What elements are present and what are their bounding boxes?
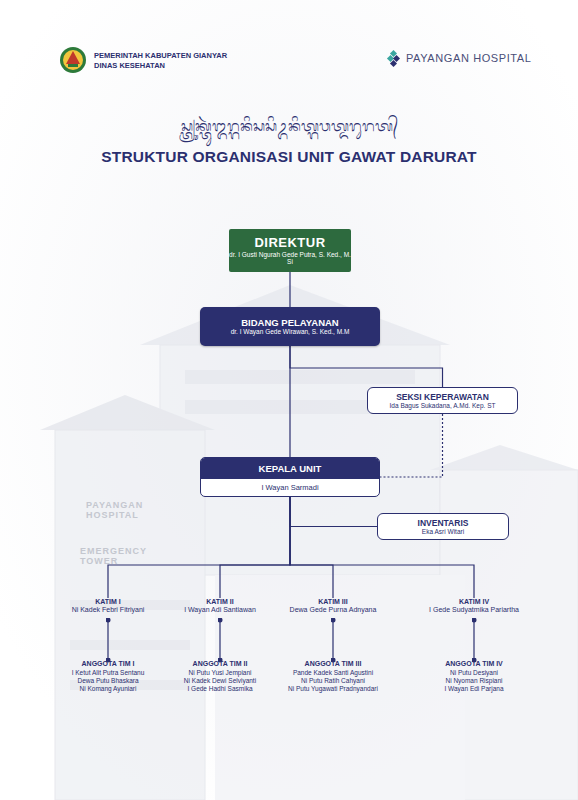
box-text: Ni Putu Yusi Jempiani [188,669,251,677]
team-members: ANGGOTA TIM IINi Putu Yusi JempianiNi Ka… [164,660,276,710]
box-header: KEPALA UNIT [201,458,379,479]
team-members: ANGGOTA TIM II Ketut Alit Putra SentanuD… [52,660,164,710]
box-text: dr. I Gusti Ngurah Gede Putra, S. Ked., … [229,251,351,267]
team-members: ANGGOTA TIM IIIPande Kadek Santi Agustin… [277,660,389,710]
emblem-field [63,50,83,70]
window-band [70,640,190,650]
box-text: Eka Asri Witari [422,528,464,536]
box-text: Ni Komang Ayuniari [80,685,137,693]
emblem-mark [66,51,80,64]
logo-petal [390,60,397,67]
org-connector [219,620,220,660]
box-text: Ni Nyoman Rispiani [445,677,502,685]
box-text: Ni Kadek Dewi Selviyanti [184,677,256,685]
inventory-box: INVENTARISEka Asri Witari [377,513,509,540]
box-heading: KATIM II [206,598,233,606]
box-heading: SEKSI KEPERAWATAN [396,392,489,402]
org-connector [473,620,474,660]
diagram-title: STRUKTUR ORGANISASI UNIT GAWAT DARURAT [0,148,578,166]
org-connector [290,497,333,598]
box-body: I Wayan Sarmadi [261,479,318,496]
box-heading: KATIM I [95,598,121,606]
box-text: Ni Putu Desiyani [450,669,498,677]
box-heading: ANGGOTA TIM IV [445,660,503,668]
header-text: DINAS KESEHATAN [94,62,165,71]
department-box: BIDANG PELAYANANdr. I Wayan Gede Wirawan… [200,307,380,346]
box-heading: DIREKTUR [254,235,325,251]
box-text: I Gede Sudyatmika Pariartha [429,606,519,614]
gianyar-emblem [60,47,86,73]
box-text: I Wayan Edi Parjana [444,685,503,693]
tower-roof [40,395,215,430]
box-text: Dewa Putu Bhaskara [77,677,138,685]
box-heading: KATIM IV [459,598,489,606]
emblem-base [68,64,78,67]
org-connector [290,497,377,527]
box-text: Ni Putu Yugawati Pradnyandari [288,685,378,693]
team-leader: KATIM IVI Gede Sudyatmika Pariartha [419,598,529,620]
team-leader: KATIM III Wayan Adi Santiawan [165,598,275,620]
box-text: I Ketut Alit Putra Sentanu [72,669,145,677]
box-heading: ANGGOTA TIM I [82,660,135,668]
watermark: PAYANGAN HOSPITAL [86,500,156,521]
box-text: Dewa Gede Purna Adnyana [290,606,377,614]
org-connector [107,620,108,660]
box-text: Ni Kadek Febri Fitriyani [72,606,145,614]
unit-head-box: KEPALA UNIT I Wayan Sarmadi [200,457,380,497]
box-heading: KATIM III [318,598,347,606]
box-text: I Wayan Sarmadi [261,483,318,492]
box-text: dr. I Wayan Gede Wirawan, S. Ked., M.M [231,328,350,336]
box-text: Ni Putu Ratih Cahyani [301,677,365,685]
side-roof [430,445,578,470]
org-connector [290,346,443,387]
hospital-logo [387,50,400,67]
team-leader: KATIM INi Kadek Febri Fitriyani [53,598,163,620]
emblem-ring [60,47,86,73]
box-text: Pande Kadek Santi Agustini [293,669,373,677]
logo-petal [390,50,397,57]
team-members: ANGGOTA TIM IVNi Putu DesiyaniNi Nyoman … [418,660,530,710]
box-heading: KEPALA UNIT [259,463,322,474]
balinese-script: ᬲ᭄ᬢ᭄ᬭᬸᬓ᭄ᬢᬸᬃᬑᬭ᭄ᬕᬦᬶᬲᬲᬶᬉᬦᬶᬢ᭄ᬕᬯᬢ᭄ᬤᬭᬸᬭᬢ᭄ [0,117,578,134]
box-text: I Gede Hadhi Sasmika [187,685,252,693]
section-box: SEKSI KEPERAWATANIda Bagus Sukadana, A.M… [367,387,518,414]
org-connector [289,346,290,457]
org-connector [289,272,290,307]
box-heading: INVENTARIS [418,518,469,528]
org-connector [332,620,333,660]
emergency-tower [55,430,205,800]
team-leader: KATIM IIIDewa Gede Purna Adnyana [278,598,388,620]
box-text: I Wayan Adi Santiawan [184,606,256,614]
org-connector [380,414,443,477]
building-drawing [40,285,578,800]
org-connector [220,497,290,598]
watermark: EMERGENCY TOWER [80,546,164,567]
director-box: DIREKTURdr. I Gusti Ngurah Gede Putra, S… [229,229,351,272]
roof [140,285,450,345]
brand-name: PAYANGAN HOSPITAL [406,52,532,65]
window-band [185,370,415,384]
box-heading: ANGGOTA TIM II [193,660,248,668]
header-text: PEMERINTAH KABUPATEN GIANYAR [94,52,227,61]
box-heading: ANGGOTA TIM III [305,660,362,668]
box-text: Ida Bagus Sukadana, A.Md. Kep. ST [390,402,496,410]
box-heading: BIDANG PELAYANAN [241,317,338,328]
